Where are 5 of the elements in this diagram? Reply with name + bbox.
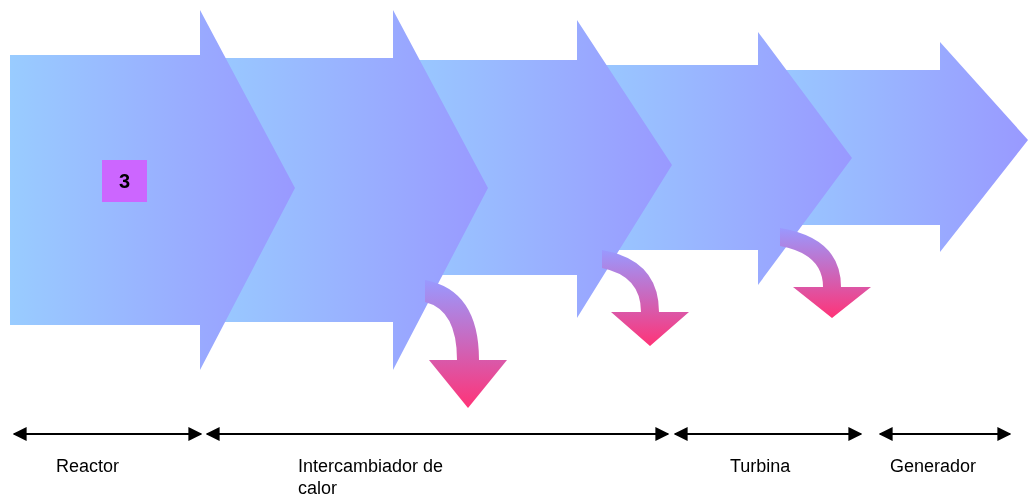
number-box: 3 [102, 160, 147, 202]
stage-label: Reactor [56, 455, 120, 477]
stage-label: Generador [890, 455, 977, 477]
stage-label: Turbina [730, 455, 791, 477]
stage-label: Intercambiador de calor [298, 455, 445, 499]
